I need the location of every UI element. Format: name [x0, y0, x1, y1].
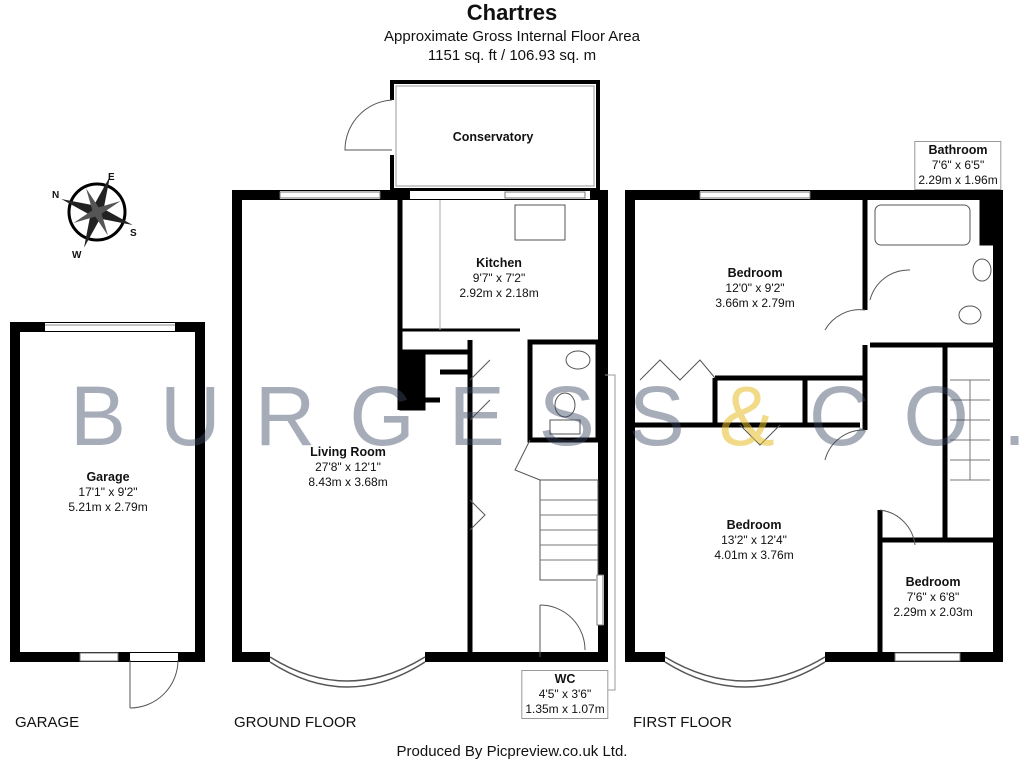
floor-area: 1151 sq. ft / 106.93 sq. m [427, 47, 597, 64]
footer-credit: Produced By Picpreview.co.uk Ltd. [396, 743, 628, 760]
garage-walls [10, 322, 205, 709]
watermark: BURGESS&CO. [70, 369, 1024, 463]
first-floor-walls [625, 190, 1003, 688]
compass-west-label: W [72, 250, 82, 261]
compass-east-label: E [108, 172, 115, 183]
compass-north-label: N [52, 190, 60, 201]
room-conservatory: Conservatory [452, 130, 534, 144]
ground-floor-walls [232, 190, 616, 691]
floor-label-first: FIRST FLOOR [633, 714, 732, 731]
compass-icon [61, 176, 133, 248]
floor-label-garage: GARAGE [15, 714, 80, 731]
floor-label-ground: GROUND FLOOR [234, 714, 357, 731]
compass-south-label: S [130, 228, 137, 239]
plan-title: Chartres [466, 0, 558, 25]
plan-subtitle: Approximate Gross Internal Floor Area [384, 28, 640, 45]
